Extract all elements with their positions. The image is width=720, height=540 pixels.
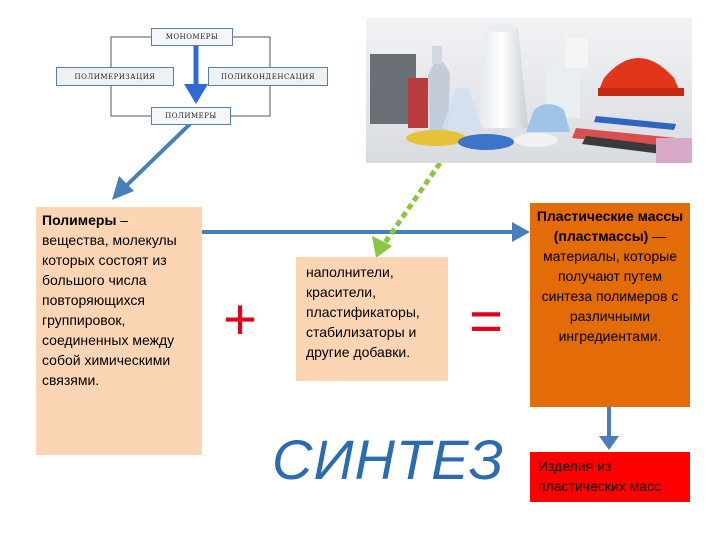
plastics-definition-text: — материалы, которые получают путем синт… [541,228,679,344]
mini-monomers-box: МОНОМЕРЫ [151,28,233,46]
plastics-photo [366,18,692,163]
mini-polymers-box: ПОЛИМЕРЫ [151,107,231,125]
mini-diagram-connectors [110,36,271,117]
arrow-to-definition [124,122,192,188]
polymers-definition-text: – вещества, молекулы которых состоят из … [42,212,177,388]
mini-polymerization-box: ПОЛИМЕРИЗАЦИЯ [56,67,174,86]
products-box: Изделия из пластических масс [530,452,690,502]
mini-polycondensation-box: ПОЛИКОНДЕНСАЦИЯ [208,67,328,86]
products-text: Изделия из пластических масс [538,458,662,494]
polymers-term: Полимеры [42,212,117,228]
plus-sign: + [223,287,257,352]
additives-box: наполнители, красители, пластификаторы, … [296,257,448,381]
additives-text: наполнители, красители, пластификаторы, … [306,264,420,360]
plastics-term: Пластические массы (пластмассы) [536,208,684,244]
polymers-definition-box: Полимеры – вещества, молекулы которых со… [36,207,202,455]
synthesis-caption: СИНТЕЗ [272,428,505,491]
equals-sign: = [469,289,503,354]
plastics-definition-box: Пластические массы (пластмассы) — матери… [530,203,690,407]
arrow-photo-to-additives [381,161,443,246]
